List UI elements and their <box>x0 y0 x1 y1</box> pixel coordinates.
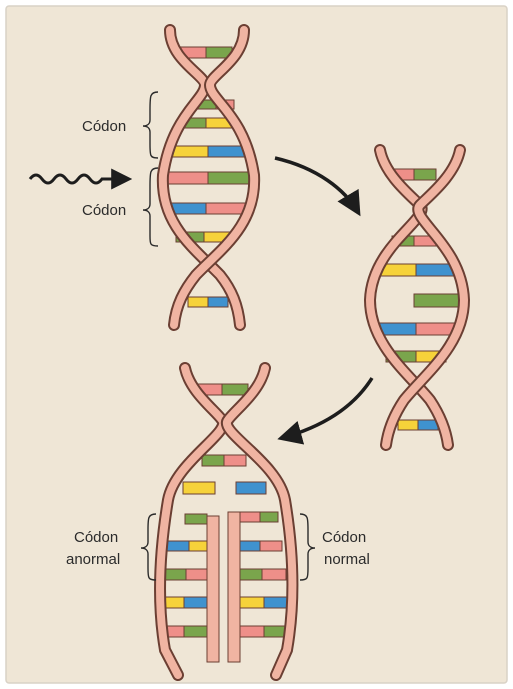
base-pair <box>260 541 282 551</box>
base-pair <box>240 597 264 608</box>
codon-abnormal-label-line2: anormal <box>66 551 120 568</box>
base-pair-damaged <box>414 294 462 307</box>
base-pair <box>183 482 215 494</box>
base-pair <box>189 541 207 551</box>
new-strand <box>207 516 219 662</box>
base-pair <box>185 514 207 524</box>
base-pair <box>240 569 262 580</box>
base-pair <box>260 512 278 522</box>
base-pair <box>202 455 224 466</box>
base-pair <box>208 172 254 184</box>
base-pair <box>398 420 418 430</box>
base-pair <box>184 626 207 637</box>
base-pair <box>224 455 246 466</box>
codon-label-lower: Códon <box>82 202 126 219</box>
codon-normal-label-line1: Códon <box>322 529 366 546</box>
base-pair <box>184 597 207 608</box>
codon-label-upper: Códon <box>82 118 126 135</box>
base-pair <box>264 597 288 608</box>
base-pair <box>208 297 228 307</box>
base-pair <box>240 541 260 551</box>
diagram-background <box>6 6 507 683</box>
codon-abnormal-label-line1: Códon <box>74 529 118 546</box>
base-pair <box>222 384 248 395</box>
base-pair <box>240 626 264 637</box>
base-pair <box>240 512 260 522</box>
new-strand <box>228 512 240 662</box>
codon-normal-label-line2: normal <box>324 551 370 568</box>
base-pair <box>414 169 436 180</box>
base-pair <box>236 482 266 494</box>
base-pair <box>188 297 208 307</box>
base-pair <box>418 420 438 430</box>
base-pair <box>262 569 286 580</box>
base-pair <box>186 569 207 580</box>
